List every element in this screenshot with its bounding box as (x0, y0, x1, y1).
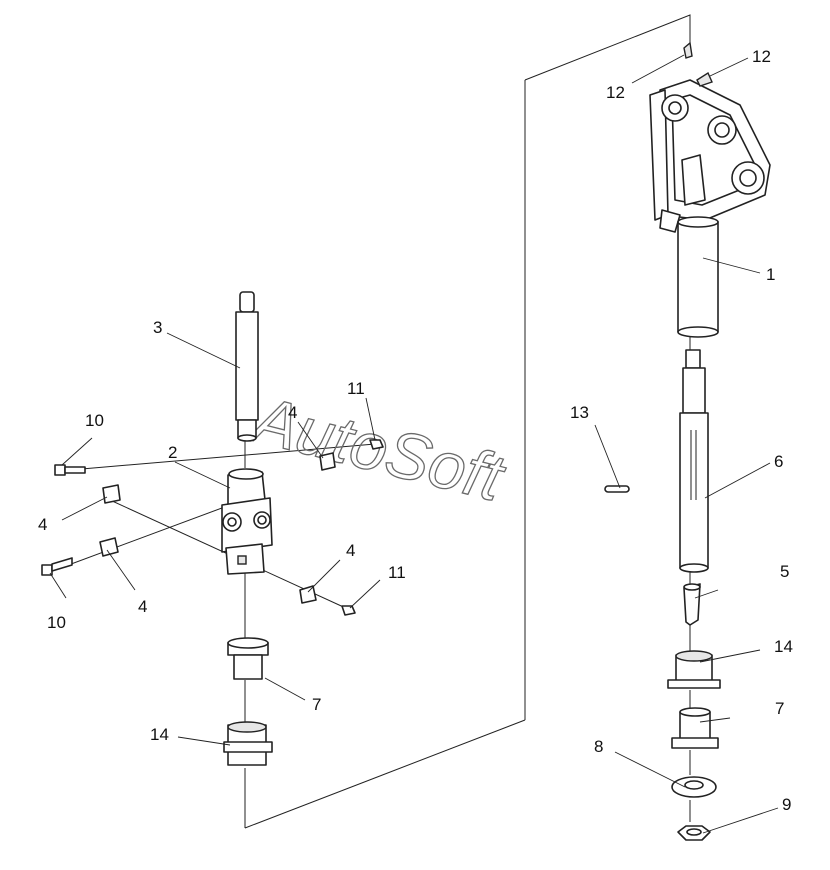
part-12-keys (683, 41, 713, 87)
part-3-shaft (235, 291, 259, 442)
callout-labels: 1 2 3 4 4 4 4 5 6 7 7 8 9 10 10 11 11 12… (38, 47, 793, 814)
part-2-universal-joint (221, 468, 273, 575)
part-14-bearing-right (667, 650, 721, 689)
callout-4b: 4 (138, 597, 147, 616)
callout-13: 13 (570, 403, 589, 422)
callout-3: 3 (153, 318, 162, 337)
part-5-sleeve (683, 583, 701, 626)
callout-4c: 4 (288, 403, 297, 422)
part-9-nut (677, 825, 711, 841)
part-7-bushing-left (227, 637, 269, 680)
callout-4d: 4 (346, 541, 355, 560)
part-14-bearing-left (223, 721, 273, 766)
callout-11a: 11 (347, 379, 365, 398)
part-8-washer (671, 776, 717, 798)
callout-5: 5 (780, 562, 789, 581)
part-13-pin (604, 485, 630, 493)
callout-4a: 4 (38, 515, 47, 534)
part-7-bushing-right (671, 707, 719, 749)
callout-7a: 7 (312, 695, 321, 714)
part-11-nuts (341, 439, 384, 616)
callout-7b: 7 (775, 699, 784, 718)
callout-11b: 11 (388, 563, 406, 582)
callout-8: 8 (594, 737, 603, 756)
callout-6: 6 (774, 452, 783, 471)
callout-10b: 10 (47, 613, 66, 632)
callout-2: 2 (168, 443, 177, 462)
callout-10a: 10 (85, 411, 104, 430)
assembly-lines (54, 14, 691, 829)
callout-12b: 12 (752, 47, 771, 66)
callout-12a: 12 (606, 83, 625, 102)
part-6-shaft (679, 349, 709, 573)
part-4-plates (99, 452, 336, 604)
leader-lines (49, 54, 779, 834)
part-1-bracket-tube (649, 79, 771, 338)
callout-1: 1 (766, 265, 775, 284)
callout-14b: 14 (150, 725, 169, 744)
callout-9: 9 (782, 795, 791, 814)
part-10-bolts (41, 464, 86, 576)
callout-14a: 14 (774, 637, 793, 656)
